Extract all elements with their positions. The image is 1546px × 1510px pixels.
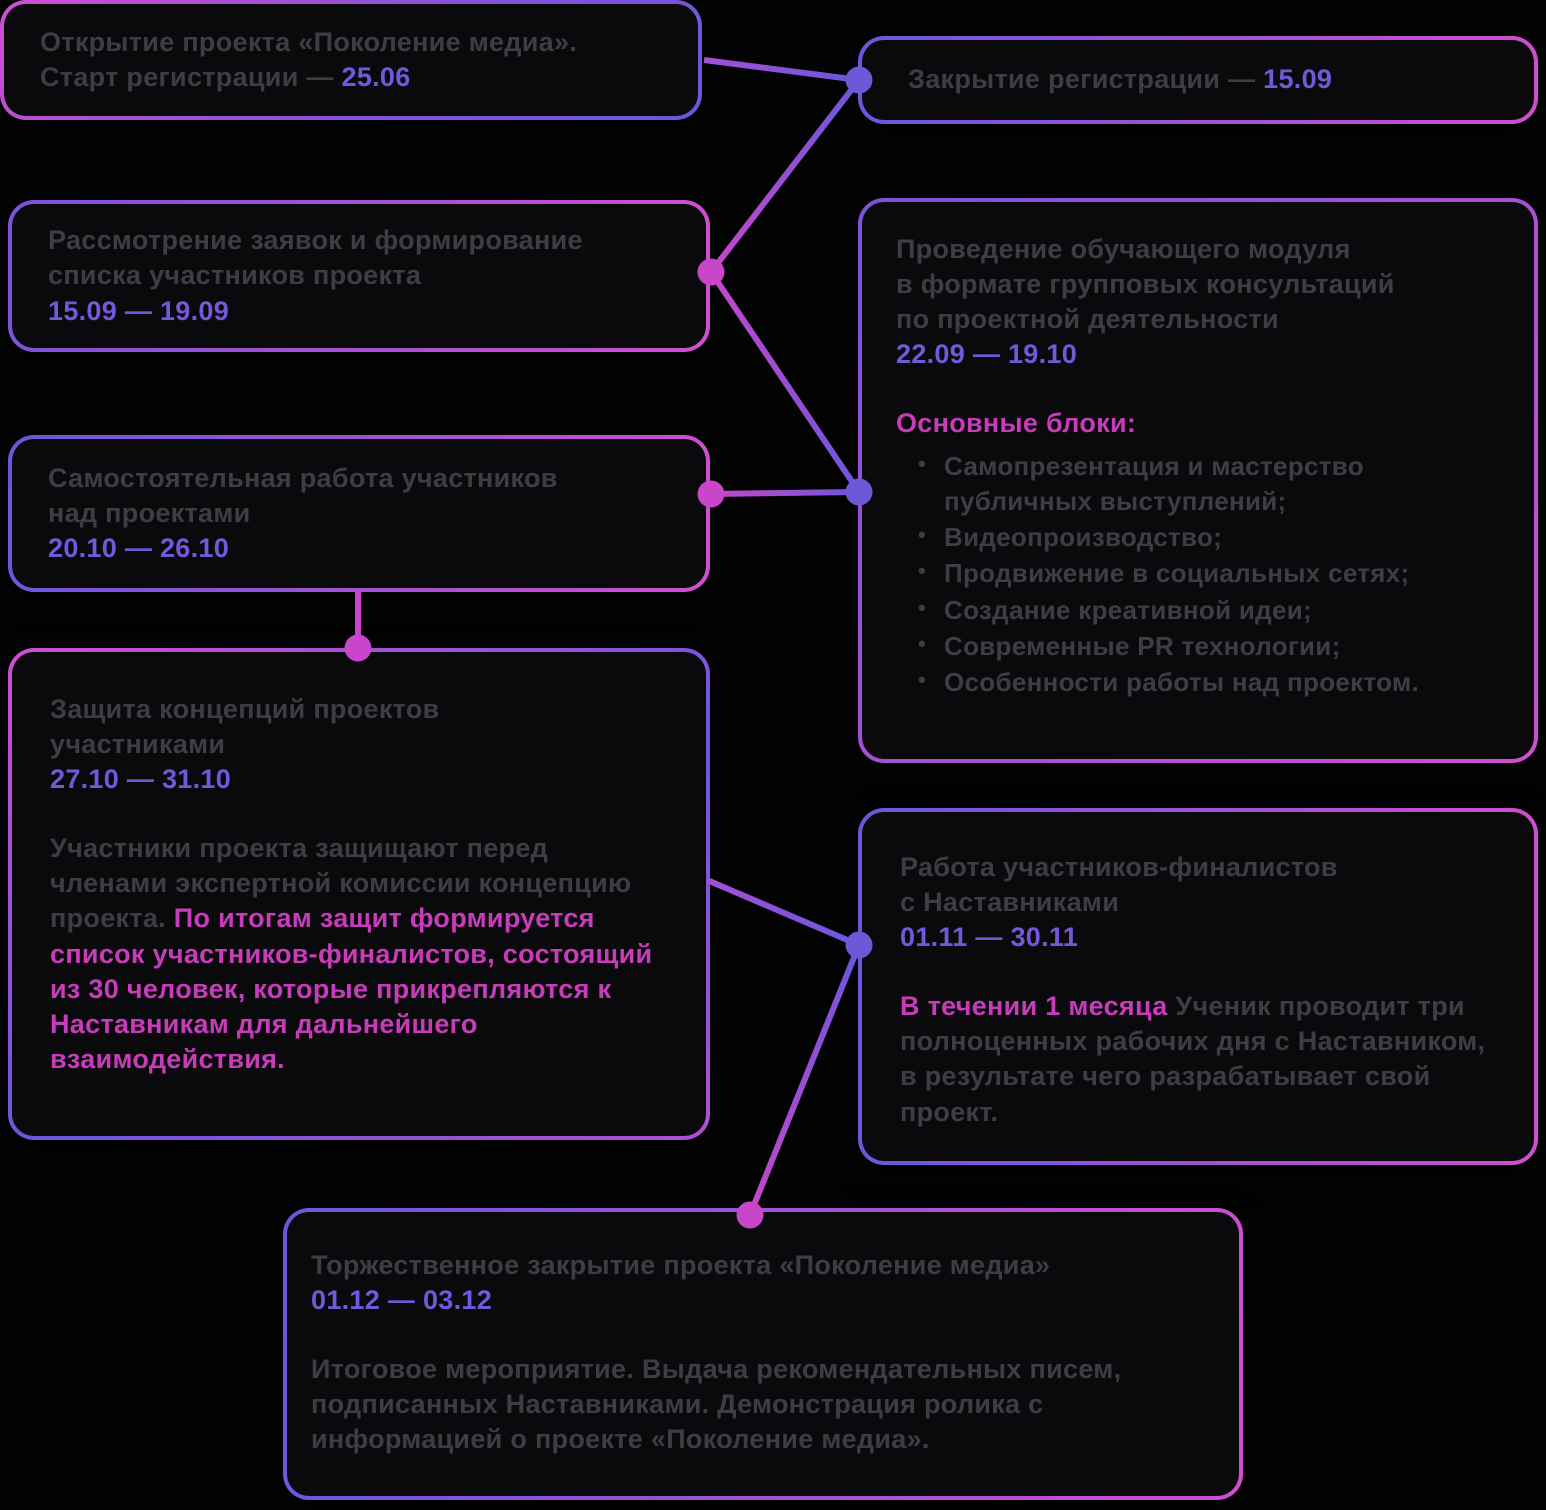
module-bullet-item: Продвижение в социальных сетях; [916, 556, 1500, 590]
stage-defense-date-line: 27.10 — 31.10 [50, 762, 668, 797]
stage-mentors-description-gray: Ученик проводит три полноценных рабочих … [900, 991, 1486, 1127]
stage-registration-close-text: Закрытие регистрации — 15.09 [908, 62, 1488, 97]
spacer [896, 372, 1500, 406]
connector-line [710, 489, 860, 497]
training-module-bullet-list: Самопрезентация и мастерство публичных в… [916, 447, 1500, 701]
stage-training-module-date: 22.09 — 19.10 [896, 339, 1078, 370]
spacer [311, 1318, 1211, 1352]
stage-mentors-box: Работа участников-финалистов с Наставник… [858, 808, 1538, 1165]
stage-registration-close-date: 15.09 [1263, 64, 1333, 95]
stage-applications-body: Рассмотрение заявок и формирование списк… [12, 204, 706, 348]
stage-independent-work-box: Самостоятельная работа участников над пр… [8, 435, 710, 592]
stage-defense-title: Защита концепций проектов участниками [50, 694, 440, 760]
stage-closing-body: Торжественное закрытие проекта «Поколени… [287, 1212, 1239, 1496]
connector-line [708, 270, 862, 494]
stage-registration-close-body: Закрытие регистрации — 15.09 [862, 40, 1534, 120]
module-bullet-item: Самопрезентация и мастерство публичных в… [916, 449, 1500, 518]
connector-node-independent-work [697, 480, 725, 508]
connector-line [705, 877, 861, 948]
stage-defense-title-line: Защита концепций проектов участниками [50, 692, 668, 762]
stage-training-module-title: Проведение обучающего модуля в формате г… [896, 234, 1395, 335]
connector-node-defense [344, 634, 372, 662]
stage-mentors-body: Работа участников-финалистов с Наставник… [862, 812, 1534, 1161]
stage-closing-title-line: Торжественное закрытие проекта «Поколени… [311, 1248, 1211, 1283]
stage-defense-description-highlight: По итогам защит формируется список участ… [50, 903, 653, 1074]
connector-node-mentors [845, 931, 873, 959]
stage-mentors-date-line: 01.11 — 30.11 [900, 920, 1496, 955]
stage-training-module-blocks-label: Основные блоки: [896, 408, 1137, 439]
module-bullet-item: Особенности работы над проектом. [916, 665, 1500, 699]
stage-mentors-description-highlight: В течении 1 месяца [900, 991, 1176, 1022]
stage-independent-work-body: Самостоятельная работа участников над пр… [12, 439, 706, 588]
stage-training-module-date-line: 22.09 — 19.10 [896, 337, 1500, 372]
stage-applications-title: Рассмотрение заявок и формирование списк… [48, 225, 583, 291]
stage-applications-date-line: 15.09 — 19.09 [48, 294, 670, 329]
stage-applications-box: Рассмотрение заявок и формирование списк… [8, 200, 710, 352]
connector-node-closing [736, 1201, 764, 1229]
stage-registration-close-title: Закрытие регистрации — [908, 64, 1264, 95]
stage-defense-description: Участники проекта защищают перед членами… [50, 831, 668, 1077]
stage-mentors-date: 01.11 — 30.11 [900, 922, 1079, 953]
stage-opening-box: Открытие проекта «Поколение медиа». Стар… [0, 0, 702, 120]
stage-opening-title: Открытие проекта «Поколение медиа». Стар… [40, 26, 578, 92]
stage-training-module-title-line: Проведение обучающего модуля в формате г… [896, 232, 1500, 337]
connector-line [708, 78, 862, 274]
stage-training-module-blocks-line: Основные блоки: [896, 406, 1500, 441]
module-bullet-item: Видеопроизводство; [916, 520, 1500, 554]
stage-independent-work-date-line: 20.10 — 26.10 [48, 531, 670, 566]
module-bullet-item: Создание креативной идеи; [916, 593, 1500, 627]
stage-closing-description-text: Итоговое мероприятие. Выдача рекомендате… [311, 1354, 1122, 1455]
stage-opening-text: Открытие проекта «Поколение медиа». Стар… [40, 25, 662, 95]
connector-line [747, 943, 862, 1217]
stage-defense-box: Защита концепций проектов участниками 27… [8, 648, 710, 1140]
spacer [900, 955, 1496, 989]
stage-independent-work-date: 20.10 — 26.10 [48, 533, 230, 564]
connector-node-applications [697, 258, 725, 286]
stage-defense-body: Защита концепций проектов участниками 27… [12, 652, 706, 1136]
connector-node-training-module [845, 478, 873, 506]
stage-closing-title: Торжественное закрытие проекта «Поколени… [311, 1250, 1051, 1280]
stage-defense-date: 27.10 — 31.10 [50, 764, 232, 795]
module-bullet-item: Современные PR технологии; [916, 629, 1500, 663]
connector-line [703, 57, 860, 83]
stage-closing-description: Итоговое мероприятие. Выдача рекомендате… [311, 1352, 1211, 1457]
stage-mentors-title-line: Работа участников-финалистов с Наставник… [900, 850, 1496, 920]
stage-training-module-body: Проведение обучающего модуля в формате г… [862, 202, 1534, 759]
stage-training-module-box: Проведение обучающего модуля в формате г… [858, 198, 1538, 763]
stage-applications-date: 15.09 — 19.09 [48, 295, 230, 326]
stage-opening-date: 25.06 [341, 62, 411, 92]
spacer [50, 797, 668, 831]
stage-independent-work-title-line: Самостоятельная работа участников над пр… [48, 461, 670, 531]
connector-node-registration-close [845, 66, 873, 94]
stage-closing-box: Торжественное закрытие проекта «Поколени… [283, 1208, 1243, 1500]
stage-opening-body: Открытие проекта «Поколение медиа». Стар… [4, 4, 698, 116]
stage-registration-close-box: Закрытие регистрации — 15.09 [858, 36, 1538, 124]
stage-closing-date-line: 01.12 — 03.12 [311, 1283, 1211, 1318]
stage-defense-description-gray: Участники проекта защищают перед членами… [50, 833, 632, 934]
stage-applications-title-line: Рассмотрение заявок и формирование списк… [48, 223, 670, 293]
stage-mentors-description: В течении 1 месяца Ученик проводит три п… [900, 989, 1496, 1129]
stage-independent-work-title: Самостоятельная работа участников над пр… [48, 462, 558, 528]
stage-mentors-title: Работа участников-финалистов с Наставник… [900, 852, 1338, 918]
stage-closing-date: 01.12 — 03.12 [311, 1285, 493, 1316]
